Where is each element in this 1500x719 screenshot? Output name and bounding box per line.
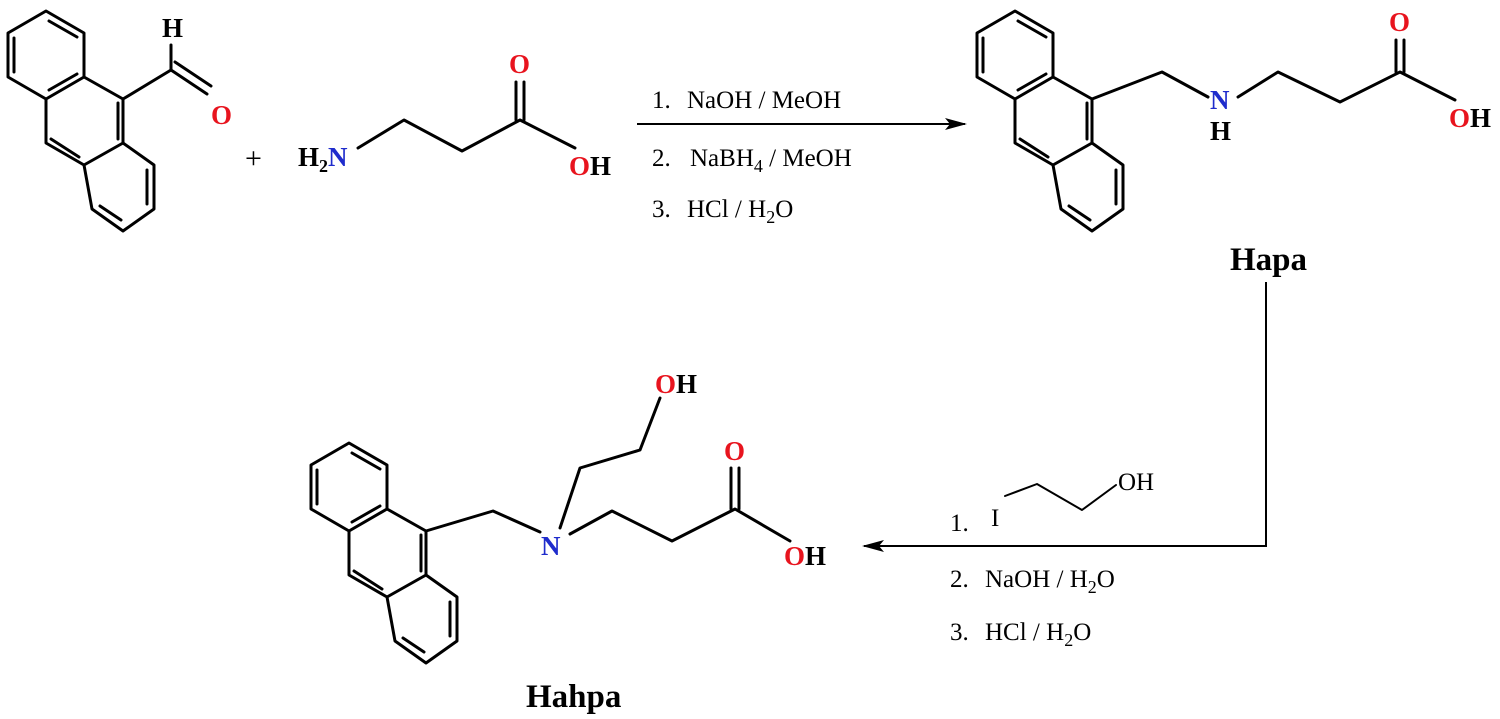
compound-label-hapa: Hapa xyxy=(1230,242,1307,278)
2-iodoethanol: I OH xyxy=(991,469,1154,532)
hapa-side-chain xyxy=(1090,70,1457,104)
hydroxyl-label: OH xyxy=(1118,469,1154,496)
step2-condition-2: 2.NaOH / H2O xyxy=(950,566,1115,597)
carbonyl-double-bond xyxy=(729,466,741,511)
amine-n-label: N xyxy=(541,531,561,561)
amine-h-label: H xyxy=(1210,116,1231,146)
acid-oh-label: OH xyxy=(784,541,826,571)
carbonyl-double-bond xyxy=(514,80,526,122)
step2-condition-3: 3.HCl / H2O xyxy=(950,619,1091,650)
anthracene-skeleton xyxy=(6,9,156,233)
carbonyl-o-label: O xyxy=(509,49,530,79)
anthracene-9-carbaldehyde: H O xyxy=(6,9,232,233)
beta-alanine-chain xyxy=(356,118,577,153)
aldehyde-h-label: H xyxy=(162,13,183,43)
anthracene-inner-double-bonds xyxy=(12,19,149,222)
reaction-arrow-2 xyxy=(862,282,1267,552)
carbonyl-double-bond xyxy=(1394,38,1406,74)
acid-oh-label: OH xyxy=(569,151,611,181)
iodine-label: I xyxy=(991,505,999,532)
anthracene-skeleton xyxy=(309,441,459,665)
hahpa-side-chains xyxy=(424,396,792,543)
step2-condition-1: 1. xyxy=(950,510,969,537)
anthracene-inner-double-bonds xyxy=(981,19,1118,222)
acid-oh-label: OH xyxy=(1449,103,1491,133)
step1-condition-3: 3.HCl / H2O xyxy=(652,196,793,227)
anthracene-inner-double-bonds xyxy=(315,451,452,654)
alcohol-oh-label: OH xyxy=(655,369,697,399)
aldehyde-chain xyxy=(121,43,173,101)
anthracene-skeleton xyxy=(975,9,1125,233)
amine-n-label: N xyxy=(1210,85,1230,115)
aldehyde-o-label: O xyxy=(211,100,232,130)
beta-alanine: H2N O OH xyxy=(298,49,611,181)
aldehyde-co-double-bond xyxy=(169,60,213,96)
step1-condition-1: 1.NaOH / MeOH xyxy=(652,87,841,114)
step1-condition-2: 2.NaBH4 / MeOH xyxy=(652,145,852,176)
amine-label: H2N xyxy=(298,142,348,176)
plus-sign: + xyxy=(245,142,262,175)
hahpa-structure: N OH O OH xyxy=(309,369,826,665)
iodoethanol-chain xyxy=(1004,483,1117,511)
hapa-structure: N H O OH xyxy=(975,7,1491,233)
compound-label-hahpa: Hahpa xyxy=(526,679,621,715)
carbonyl-o-label: O xyxy=(724,436,745,466)
carbonyl-o-label: O xyxy=(1389,7,1410,37)
